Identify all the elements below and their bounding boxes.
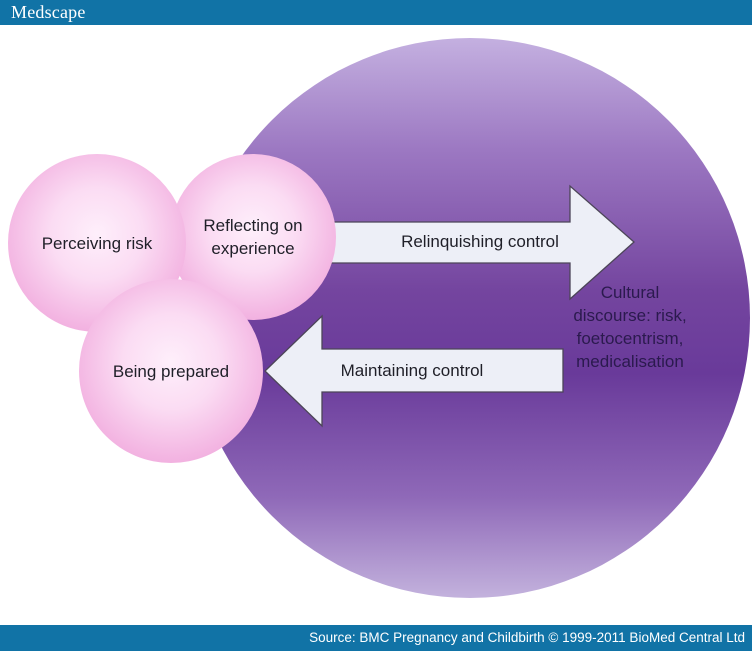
being-prepared-label: Being prepared	[112, 361, 230, 381]
maintaining-control-label: Maintaining control	[340, 361, 484, 380]
source-credit-text: Source: BMC Pregnancy and Childbirth © 1…	[309, 630, 745, 645]
reflecting-on-experience-label: Reflecting on experience	[203, 216, 303, 258]
medscape-header-bar: Medscape	[0, 0, 752, 25]
perceiving-risk-label: Perceiving risk	[41, 233, 153, 253]
relinquishing-control-label: Relinquishing control	[401, 232, 559, 251]
medscape-logo: Medscape	[11, 2, 86, 22]
relinquishing-control-arrow	[327, 184, 635, 301]
being-prepared-circle: Being prepared	[79, 279, 263, 463]
arrow-layer	[264, 184, 635, 428]
cultural-discourse-circle	[190, 38, 750, 598]
source-footer-bar: Source: BMC Pregnancy and Childbirth © 1…	[0, 625, 752, 651]
diagram-canvas: Relinquishing control Maintaining contro…	[0, 25, 752, 625]
cultural-discourse-label: Cultural discourse: risk, foetocentrism,…	[573, 283, 687, 371]
maintaining-control-arrow	[264, 314, 564, 428]
